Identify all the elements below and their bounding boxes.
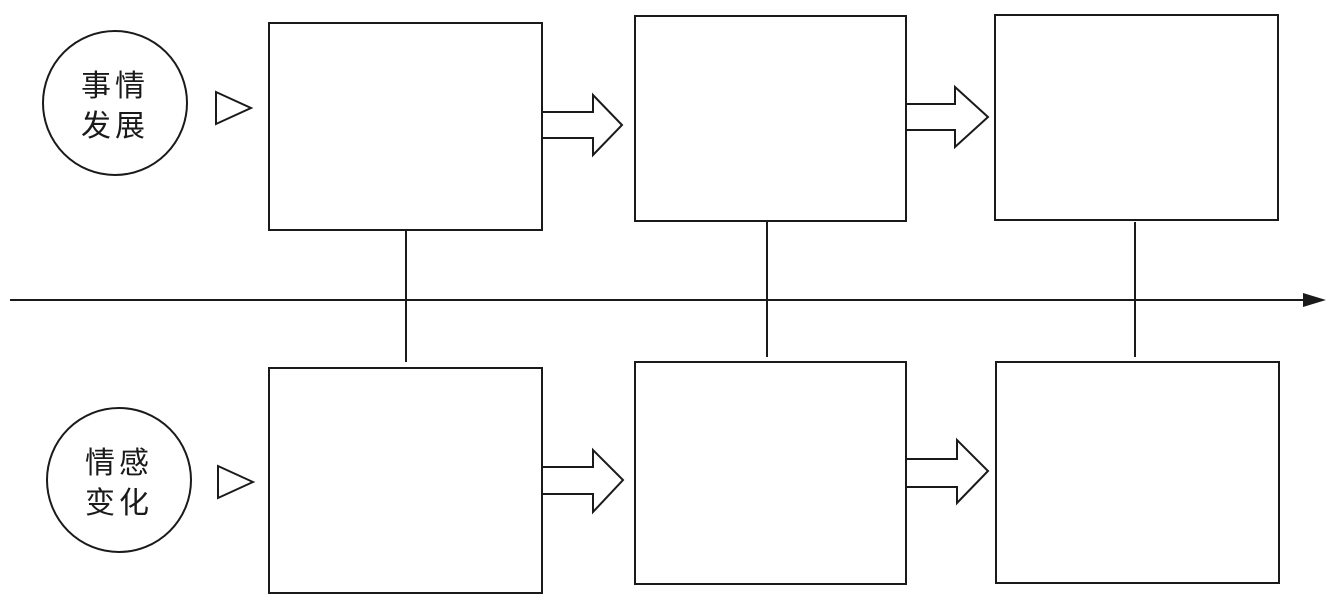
block-arrow-icon	[905, 84, 990, 150]
stage-box[interactable]	[995, 361, 1280, 584]
row-label-circle	[42, 30, 188, 176]
row-label-line1: 事情	[81, 69, 149, 104]
block-arrow-icon	[905, 437, 990, 506]
row-label-line2: 发展	[81, 109, 149, 144]
stage-box[interactable]	[268, 22, 543, 231]
stage-box[interactable]	[268, 367, 543, 594]
triangle-pointer-icon	[217, 464, 256, 500]
block-arrow-icon	[541, 447, 625, 515]
row-label-circle	[46, 407, 192, 553]
row-label-line1: 情感	[85, 446, 153, 481]
stage-box[interactable]	[634, 15, 907, 222]
row-event-development: 事情 发展	[42, 14, 1279, 231]
row-emotion-change: 情感 变化	[46, 361, 1280, 594]
triangle-pointer-icon	[215, 90, 254, 126]
stage-box[interactable]	[634, 361, 907, 585]
row-label-line2: 变化	[85, 486, 153, 521]
stage-box[interactable]	[994, 14, 1279, 221]
block-arrow-icon	[541, 92, 624, 158]
axis-arrow-icon	[1303, 293, 1326, 307]
